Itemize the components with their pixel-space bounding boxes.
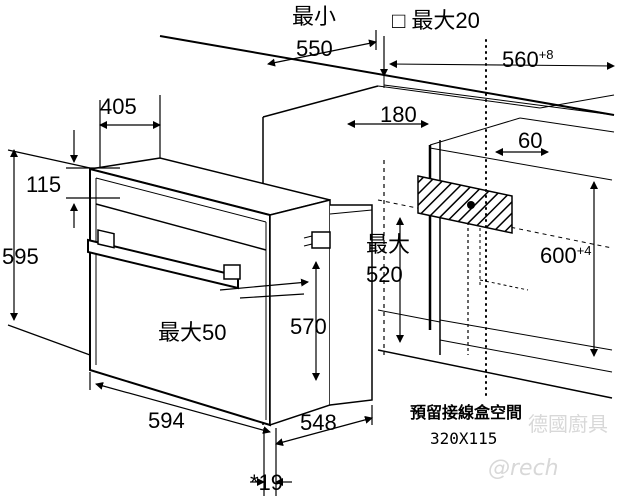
label-115: 115 bbox=[26, 172, 62, 197]
label-max-50: 最大50 bbox=[158, 320, 227, 345]
label-180: 180 bbox=[380, 102, 417, 127]
junction-box-area bbox=[417, 175, 513, 234]
label-max: 最大 bbox=[366, 232, 411, 257]
label-19: *19 bbox=[250, 470, 284, 495]
label-max-20: □ 最大20 bbox=[392, 8, 480, 33]
label-550: 550 bbox=[296, 36, 333, 61]
junction-box-note-size: 320X115 bbox=[430, 429, 498, 448]
oven bbox=[87, 157, 373, 427]
label-560: 560+8 bbox=[502, 47, 554, 72]
label-595: 595 bbox=[2, 244, 39, 269]
watermark-text: 德國廚具 bbox=[528, 412, 608, 436]
dimension-lines bbox=[7, 30, 615, 496]
label-548: 548 bbox=[300, 410, 337, 435]
label-min: 最小 bbox=[292, 4, 337, 29]
label-600: 600+4 bbox=[540, 243, 592, 268]
label-570: 570 bbox=[290, 314, 327, 339]
label-520: 520 bbox=[366, 262, 403, 287]
watermark-handle: @rech bbox=[488, 456, 559, 481]
label-405: 405 bbox=[100, 94, 137, 119]
label-594: 594 bbox=[148, 408, 185, 433]
cabinet-niche bbox=[262, 85, 615, 425]
junction-box-note-title: 預留接線盒空間 bbox=[410, 403, 523, 422]
label-60: 60 bbox=[518, 128, 543, 153]
